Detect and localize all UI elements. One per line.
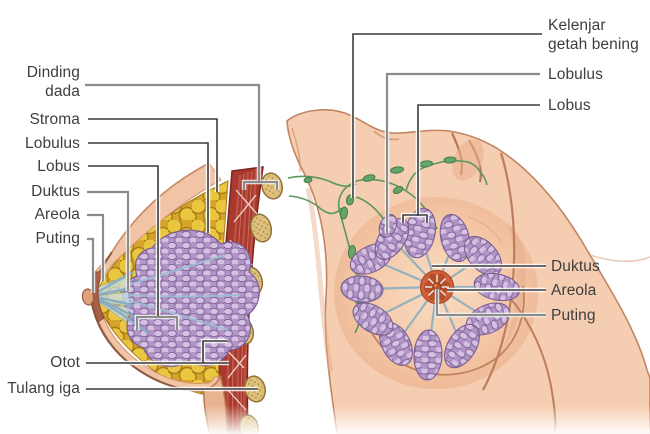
- leader-lines-gray: [85, 72, 546, 330]
- bottom-fade: [0, 405, 650, 434]
- label-lobus-right: Lobus: [548, 97, 591, 114]
- leader-lines-dark: [86, 33, 546, 390]
- leader-lobulus-left: [88, 142, 209, 233]
- label-areola-left: Areola: [34, 206, 80, 223]
- label-puting-right: Puting: [551, 307, 596, 324]
- label-tulang-iga: Tulang iga: [7, 380, 80, 397]
- label-lobulus-right: Lobulus: [548, 66, 603, 83]
- label-duktus-left: Duktus: [31, 183, 80, 200]
- label-lobus-left: Lobus: [37, 158, 80, 175]
- leader-otot: [86, 340, 229, 364]
- label-areola-right: Areola: [551, 282, 597, 299]
- nipple-section: [81, 288, 95, 306]
- underarm-shadow: [501, 222, 527, 352]
- leader-lobulus-right: [385, 72, 540, 233]
- leader-areola-left: [87, 213, 105, 281]
- leader-lobus-right: [402, 104, 540, 223]
- label-duktus-right: Duktus: [551, 258, 600, 275]
- bracket-dinding-dada: [242, 180, 279, 190]
- leader-puting-right: [435, 289, 546, 317]
- right-figure-front-view: [286, 109, 650, 434]
- label-stroma: Stroma: [29, 111, 80, 128]
- leader-puting-left: [87, 237, 95, 293]
- glandular-tissue-section: [122, 229, 260, 367]
- label-dinding-dada: Dinding dada: [26, 64, 80, 100]
- label-lobulus-left: Lobulus: [25, 135, 80, 152]
- label-kelenjar-getah-bening: Kelenjar getah bening: [548, 17, 639, 53]
- lymph-nodes: [303, 156, 457, 304]
- leader-dinding-dada: [85, 83, 261, 181]
- left-figure-cross-section: [81, 162, 283, 434]
- leader-lobus-left: [88, 165, 159, 316]
- leader-stroma: [88, 118, 218, 192]
- armpit-shadow: [452, 139, 484, 181]
- bracket-lobus-left: [135, 315, 179, 330]
- leader-duktus-left: [87, 190, 130, 291]
- duct-channels: [123, 254, 241, 331]
- label-puting-left: Puting: [35, 230, 80, 247]
- leader-kelenjar: [352, 33, 542, 198]
- label-otot: Otot: [50, 354, 80, 371]
